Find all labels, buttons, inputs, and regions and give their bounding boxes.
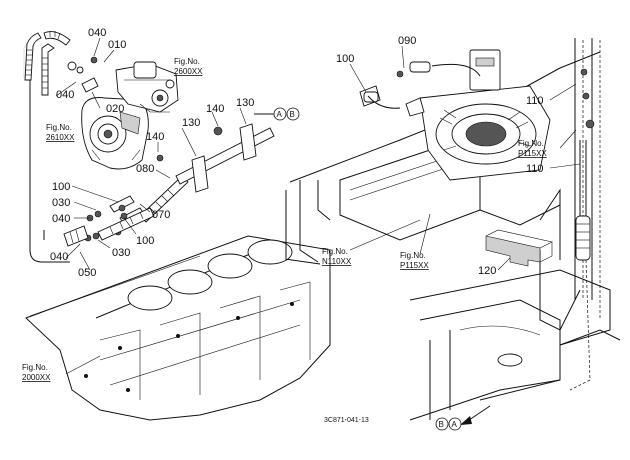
callout-labels: 040 010 040 020 140 130 140 130 080 100 … [50, 27, 544, 279]
callout-130-a: 130 [236, 97, 254, 109]
fig-ref-n110-num: N110XX [322, 257, 352, 266]
callout-030-b: 030 [112, 247, 130, 259]
callout-010: 010 [108, 39, 126, 51]
engine-block [25, 235, 331, 421]
callout-040-a: 040 [88, 27, 106, 39]
svg-text:A: A [452, 420, 458, 429]
callout-100-b: 100 [136, 235, 154, 247]
connection-arrow-bottom [460, 405, 491, 425]
callout-070: 070 [152, 209, 170, 221]
callout-140-b: 140 [146, 131, 164, 143]
hose-clamp-brackets [156, 123, 257, 193]
callout-050: 050 [78, 267, 96, 279]
fig-ref-n110-prefix: Fig.No. [322, 247, 348, 256]
svg-text:B: B [439, 420, 444, 429]
callout-110-a: 110 [526, 95, 544, 107]
callout-040-c: 040 [52, 213, 70, 225]
drawing-code: 3C871-041-13 [324, 417, 369, 424]
svg-text:A: A [277, 110, 283, 119]
callout-090: 090 [398, 35, 416, 47]
callout-120: 120 [478, 265, 496, 277]
callout-080: 080 [136, 163, 154, 175]
thermostat-housing [115, 61, 179, 113]
callout-040-d: 040 [50, 251, 68, 263]
mounting-bracket-120 [485, 229, 553, 267]
callout-140-a: 140 [206, 103, 224, 115]
figure-references: Fig.No. 2600XX Fig.No. 2610XX Fig.No. 20… [22, 57, 547, 382]
callout-110-b: 110 [526, 163, 544, 175]
svg-text:B: B [290, 110, 295, 119]
leader-lines [55, 37, 581, 375]
callout-100-a: 100 [52, 181, 70, 193]
fig-ref-p115-a-num: P115XX [400, 261, 429, 270]
fig-ref-2600-prefix: Fig.No. [174, 57, 200, 66]
fig-ref-2610-prefix: Fig.No. [46, 123, 72, 132]
coolant-hose-assembly [23, 31, 99, 263]
fig-ref-p115-b-num: P115XX [518, 149, 547, 158]
small-fittings [63, 204, 155, 247]
marker-b-top: B [286, 107, 300, 121]
marker-a-top: A [273, 107, 287, 121]
fig-ref-2610-num: 2610XX [46, 133, 75, 142]
callout-030-a: 030 [52, 197, 70, 209]
callout-130-b: 130 [182, 117, 200, 129]
fig-ref-2000-prefix: Fig.No. [22, 363, 48, 372]
callout-040-b: 040 [56, 89, 74, 101]
coolant-return-pipe [539, 40, 601, 391]
fig-ref-p115-a-prefix: Fig.No. [400, 251, 426, 260]
fig-ref-2600-num: 2600XX [174, 67, 203, 76]
fig-ref-2000-num: 2000XX [22, 373, 51, 382]
water-pump [81, 97, 149, 170]
marker-a-bottom: A [448, 417, 462, 431]
marker-b-bottom: B [435, 417, 449, 431]
radiator-fan [359, 49, 551, 181]
fig-ref-p115-b-prefix: Fig.No. [518, 139, 544, 148]
callout-100-c: 100 [336, 53, 354, 65]
top-fittings [363, 61, 481, 109]
callout-020: 020 [106, 103, 124, 115]
